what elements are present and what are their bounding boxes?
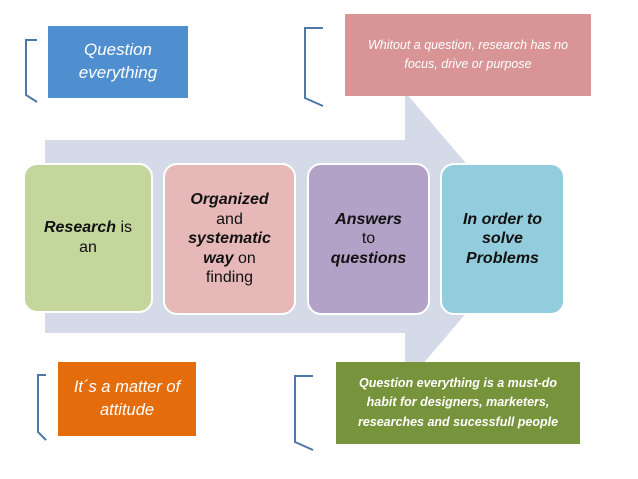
card-solve-problems: In order to solve Problems: [440, 163, 565, 315]
card-solve-l1: In order to: [462, 210, 543, 228]
note-question-everything: Question everything: [48, 26, 188, 98]
bracket-bottom-right: [294, 375, 314, 451]
card-organized-l1: Organized: [190, 191, 269, 209]
card-research-bold: Research: [43, 219, 117, 237]
card-answers-to-questions: Answers to questions: [307, 163, 430, 315]
card-research-rest: is an: [79, 219, 133, 256]
card-organized-l4-rest: on: [233, 249, 256, 267]
card-solve-text: In order to solve Problems: [463, 210, 542, 269]
card-research-text: Research is an: [33, 218, 143, 257]
note-matter-of-attitude-text: It´s a matter of attitude: [73, 377, 181, 419]
card-organized-l2: and: [216, 210, 243, 228]
bracket-bottom-left: [37, 374, 47, 441]
note-must-do-habit-text: Question everything is a must-do habit f…: [357, 375, 559, 429]
card-answers-l2: to: [361, 230, 376, 248]
card-research-is-an: Research is an: [23, 163, 153, 313]
card-organized-l5: finding: [205, 269, 254, 287]
note-must-do-habit: Question everything is a must-do habit f…: [336, 362, 580, 444]
card-solve-l2: solve: [482, 230, 523, 248]
card-answers-l1: Answers: [335, 210, 402, 228]
card-answers-text: Answers to questions: [331, 210, 407, 269]
card-organized-systematic: Organized and systematic way on finding: [163, 163, 296, 315]
note-without-question-text: Whitout a question, research has no focu…: [367, 37, 569, 71]
note-question-everything-text: Question everything: [78, 40, 158, 82]
card-organized-text: Organized and systematic way on finding: [188, 190, 271, 288]
card-organized-l4-bold: way: [203, 249, 234, 267]
bracket-top-left: [25, 39, 38, 103]
bracket-top-right: [304, 27, 324, 107]
note-matter-of-attitude: It´s a matter of attitude: [58, 362, 196, 436]
card-solve-l3: Problems: [466, 249, 539, 267]
note-without-question: Whitout a question, research has no focu…: [345, 14, 591, 96]
card-answers-l3: questions: [330, 249, 407, 267]
card-organized-l3: systematic: [188, 230, 271, 248]
